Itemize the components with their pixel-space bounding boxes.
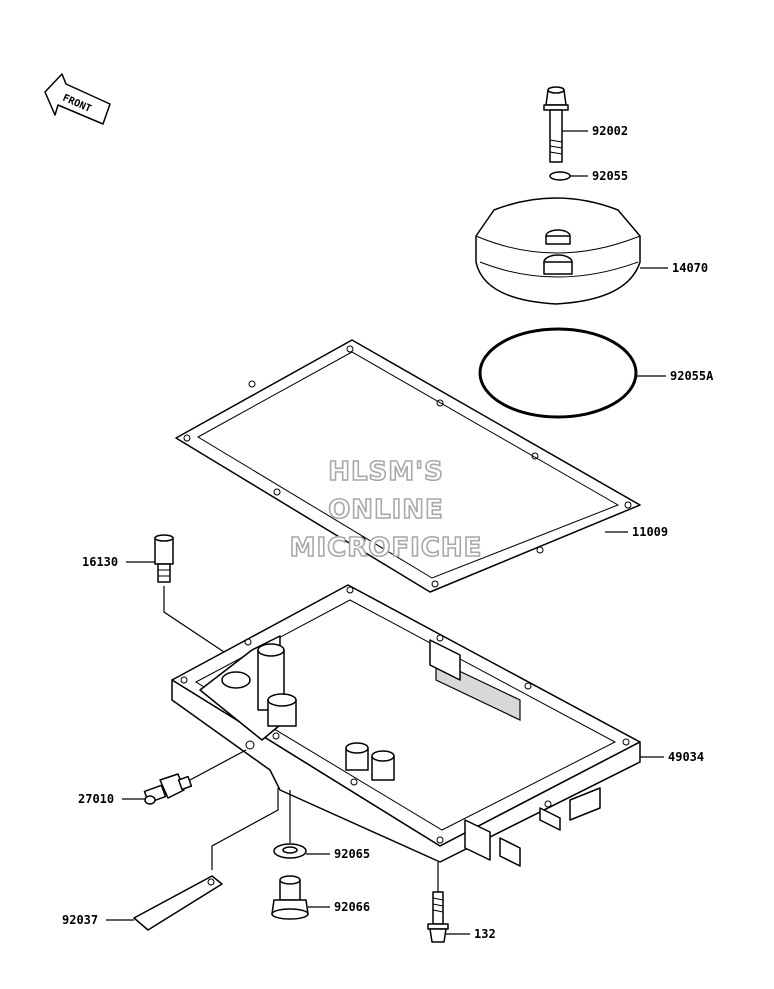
leader-16130-to-pan (163, 586, 237, 661)
leader-27010-to-pan (189, 749, 247, 781)
washer-92065[interactable] (273, 843, 307, 859)
part-label-49034[interactable]: 49034 (668, 750, 704, 764)
bolt-132[interactable] (427, 891, 449, 943)
fitting-16130[interactable] (154, 534, 174, 583)
oil-pan-49034[interactable] (171, 584, 641, 867)
bolt-92002[interactable] (543, 86, 569, 163)
part-label-92065[interactable]: 92065 (334, 847, 370, 861)
watermark: HLSM'S ONLINE MICROFICHE (289, 456, 483, 564)
part-label-92066[interactable]: 92066 (334, 900, 370, 914)
watermark-line-2: ONLINE (328, 495, 444, 525)
part-label-132[interactable]: 132 (474, 927, 496, 941)
part-label-92037[interactable]: 92037 (62, 913, 98, 927)
gasket-11009[interactable] (175, 339, 641, 593)
bracket-92037[interactable] (133, 875, 223, 931)
part-label-16130[interactable]: 16130 (82, 555, 118, 569)
part-label-92055a[interactable]: 92055A (670, 369, 714, 383)
part-label-92055[interactable]: 92055 (592, 169, 628, 183)
drain-plug-92066[interactable] (271, 875, 309, 920)
front-arrow-icon: FRONT (44, 73, 111, 125)
part-label-14070[interactable]: 14070 (672, 261, 708, 275)
watermark-line-3: MICROFICHE (290, 533, 483, 563)
switch-27010[interactable] (143, 773, 193, 805)
cover-14070[interactable] (475, 197, 641, 305)
watermark-line-1: HLSM'S (328, 457, 444, 487)
part-label-27010[interactable]: 27010 (78, 792, 114, 806)
oring-92055[interactable] (549, 171, 571, 181)
leader-92037-to-pan (211, 788, 279, 870)
part-label-92002[interactable]: 92002 (592, 124, 628, 138)
part-label-11009[interactable]: 11009 (632, 525, 668, 539)
oring-92055a[interactable] (478, 327, 638, 419)
